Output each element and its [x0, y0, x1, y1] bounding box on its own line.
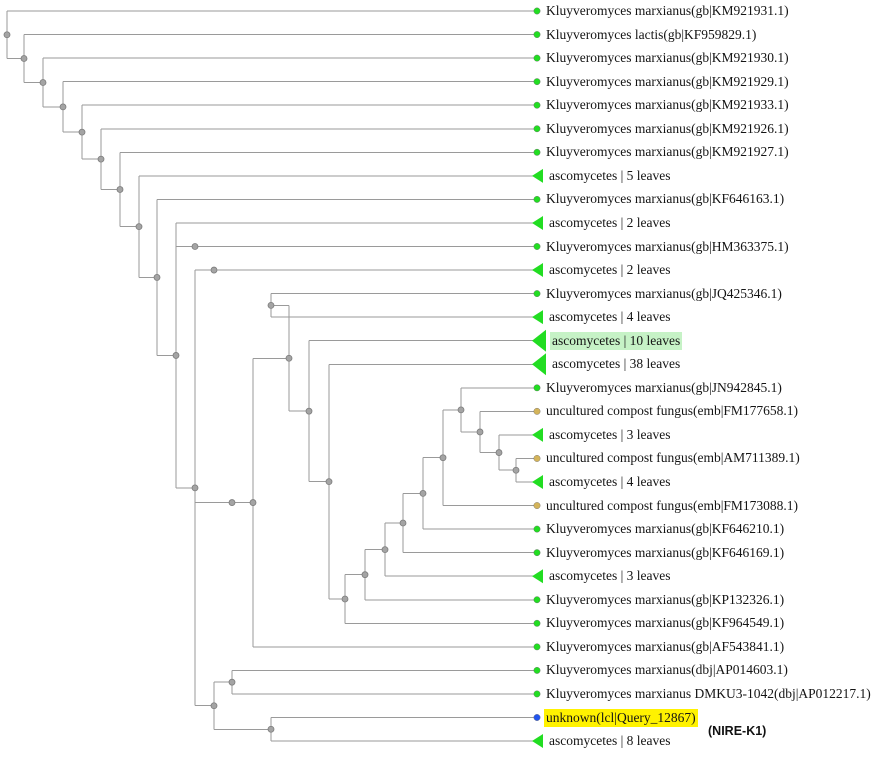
internal-node[interactable]: [135, 223, 143, 231]
internal-node[interactable]: [267, 301, 275, 309]
leaf-label[interactable]: ascomycetes | 4 leaves: [549, 474, 671, 489]
internal-node[interactable]: [439, 454, 447, 462]
internal-node[interactable]: [399, 519, 407, 527]
green-dot-icon[interactable]: [533, 290, 541, 297]
internal-node[interactable]: [172, 352, 180, 359]
tan-dot-icon[interactable]: [533, 407, 541, 415]
leaf-label[interactable]: Kluyveromyces marxianus(gb|JN942845.1): [546, 379, 782, 395]
leaf-label[interactable]: ascomycetes | 2 leaves: [549, 262, 671, 278]
green-dot-icon[interactable]: [533, 690, 541, 698]
internal-node[interactable]: [116, 186, 124, 193]
leaf-label[interactable]: Kluyveromyces marxianus(gb|KM921929.1): [546, 73, 789, 89]
green-dot-icon[interactable]: [533, 31, 541, 38]
leaf-label[interactable]: ascomycetes | 10 leaves: [550, 331, 683, 350]
internal-node[interactable]: [97, 155, 105, 163]
internal-node[interactable]: [191, 484, 199, 492]
internal-node[interactable]: [419, 490, 427, 497]
internal-node[interactable]: [476, 428, 484, 436]
collapsed-triangle-icon[interactable]: [532, 168, 543, 183]
internal-node[interactable]: [210, 266, 218, 274]
leaf-label[interactable]: Kluyveromyces marxianus(gb|KM921927.1): [546, 144, 789, 160]
internal-node[interactable]: [78, 128, 86, 136]
internal-node[interactable]: [341, 595, 349, 603]
collapsed-triangle-icon[interactable]: [532, 475, 543, 489]
internal-node[interactable]: [495, 449, 503, 456]
internal-node[interactable]: [153, 274, 161, 281]
tan-dot-icon[interactable]: [533, 502, 541, 509]
leaf-label[interactable]: Kluyveromyces marxianus(gb|KP132326.1): [546, 591, 785, 607]
leaf-label[interactable]: unknown(lcl|Query_12867): [544, 708, 698, 727]
collapsed-triangle-large-icon[interactable]: [532, 329, 546, 352]
leaf-label[interactable]: ascomycetes | 3 leaves: [549, 568, 671, 584]
green-dot-icon[interactable]: [533, 195, 541, 203]
collapsed-triangle-icon[interactable]: [532, 215, 543, 230]
leaf-label[interactable]: Kluyveromyces marxianus(gb|KF646163.1): [546, 191, 785, 207]
leaf-label[interactable]: ascomycetes | 38 leaves: [552, 356, 681, 372]
internal-node[interactable]: [3, 31, 11, 39]
leaf-label[interactable]: Kluyveromyces marxianus(gb|JQ425346.1): [546, 285, 782, 301]
blue-dot-icon[interactable]: [533, 714, 541, 721]
green-dot-icon[interactable]: [533, 243, 541, 250]
leaf-label[interactable]: Kluyveromyces marxianus(gb|KM921933.1): [546, 97, 789, 113]
leaf-label[interactable]: Kluyveromyces marxianus(gb|KF646169.1): [546, 544, 785, 560]
leaf-label[interactable]: Kluyveromyces marxianus(gb|HM363375.1): [546, 238, 789, 254]
leaf-label[interactable]: Kluyveromyces marxianus(gb|KM921926.1): [546, 120, 789, 136]
query-annotation: (NIRE-K1): [708, 724, 767, 738]
internal-node[interactable]: [305, 407, 313, 415]
internal-node[interactable]: [59, 103, 67, 111]
leaf-label[interactable]: Kluyveromyces marxianus(gb|KM921930.1): [546, 50, 789, 66]
green-dot-icon[interactable]: [533, 525, 541, 533]
internal-node[interactable]: [285, 354, 293, 362]
green-dot-icon[interactable]: [533, 54, 541, 62]
collapsed-triangle-icon[interactable]: [532, 263, 543, 278]
collapsed-triangle-icon[interactable]: [532, 427, 543, 442]
collapsed-triangle-icon[interactable]: [532, 734, 543, 749]
leaf-label[interactable]: Kluyveromyces marxianus(gb|KM921931.1): [546, 3, 789, 18]
collapsed-triangle-icon[interactable]: [532, 310, 543, 325]
leaf-label[interactable]: Kluyveromyces marxianus(gb|AF543841.1): [546, 638, 785, 654]
phylogenetic-tree: Kluyveromyces marxianus(gb|KM921931.1) Kl…: [3, 3, 871, 749]
green-dot-icon[interactable]: [533, 7, 541, 15]
tan-dot-icon[interactable]: [533, 455, 541, 462]
leaf-label[interactable]: ascomycetes | 3 leaves: [549, 426, 671, 442]
leaf-label[interactable]: ascomycetes | 4 leaves: [549, 309, 671, 325]
green-dot-icon[interactable]: [533, 619, 541, 627]
internal-node[interactable]: [39, 79, 47, 86]
leaf-label[interactable]: Kluyveromyces lactis(gb|KF959829.1): [546, 26, 757, 42]
internal-node[interactable]: [361, 571, 369, 579]
internal-node[interactable]: [267, 725, 275, 733]
green-dot-icon[interactable]: [533, 596, 541, 604]
leaf-label[interactable]: Kluyveromyces marxianus(dbj|AP014603.1): [546, 662, 788, 678]
leaf-label[interactable]: ascomycetes | 8 leaves: [549, 733, 671, 749]
internal-node[interactable]: [457, 406, 465, 414]
leaf-label[interactable]: uncultured compost fungus(emb|FM177658.1…: [546, 403, 799, 419]
collapsed-triangle-large-icon[interactable]: [532, 353, 546, 376]
leaf-label[interactable]: Kluyveromyces marxianus DMKU3-1042(dbj|A…: [546, 685, 871, 701]
green-dot-icon[interactable]: [533, 148, 541, 156]
internal-node[interactable]: [249, 499, 257, 506]
internal-node[interactable]: [381, 546, 389, 554]
green-dot-icon[interactable]: [533, 384, 541, 392]
internal-node[interactable]: [325, 478, 333, 486]
green-dot-icon[interactable]: [533, 643, 541, 651]
tree-branches: [3, 7, 546, 749]
green-dot-icon[interactable]: [533, 78, 541, 86]
leaf-label[interactable]: uncultured compost fungus(emb|FM173088.1…: [546, 497, 799, 513]
leaf-label[interactable]: Kluyveromyces marxianus(gb|KF964549.1): [546, 615, 785, 631]
leaf-label[interactable]: uncultured compost fungus(emb|AM711389.1…: [546, 450, 800, 466]
internal-node[interactable]: [191, 243, 199, 250]
internal-node[interactable]: [228, 678, 236, 686]
internal-node[interactable]: [512, 466, 520, 474]
collapsed-triangle-icon[interactable]: [532, 569, 543, 584]
green-dot-icon[interactable]: [533, 125, 541, 133]
green-dot-icon[interactable]: [533, 101, 541, 109]
leaf-label[interactable]: ascomycetes | 2 leaves: [549, 214, 671, 230]
green-dot-icon[interactable]: [533, 549, 541, 557]
internal-node[interactable]: [20, 55, 28, 62]
internal-node[interactable]: [228, 499, 236, 506]
leaf-label[interactable]: Kluyveromyces marxianus(gb|KF646210.1): [546, 521, 785, 537]
leaf-label[interactable]: ascomycetes | 5 leaves: [549, 167, 671, 183]
green-dot-icon[interactable]: [533, 667, 541, 674]
internal-node[interactable]: [210, 702, 218, 710]
